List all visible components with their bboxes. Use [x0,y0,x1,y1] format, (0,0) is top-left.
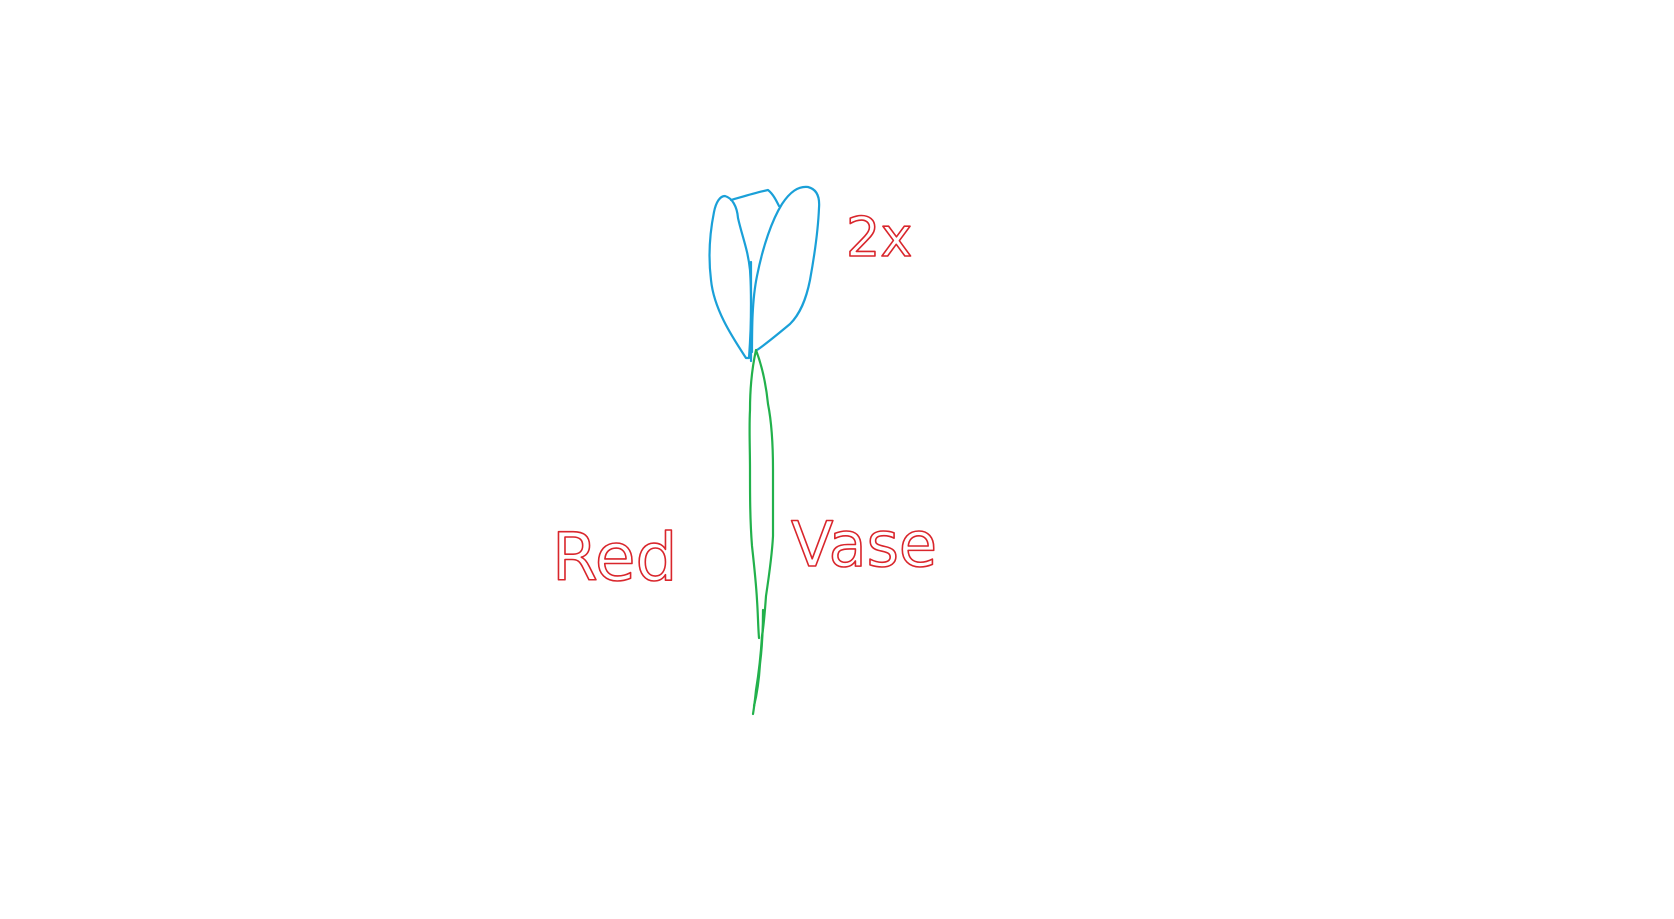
count-label: 2x [846,206,912,269]
right-petal [750,185,821,354]
stem-icon [748,348,775,716]
left-petal [708,194,753,360]
stem-outline [748,348,775,716]
tulip-petals-icon [708,185,821,363]
container-label: Vase [791,508,937,581]
color-label: Red [552,519,677,596]
stem-inner-line [752,608,765,708]
petal-overlap [729,188,781,208]
